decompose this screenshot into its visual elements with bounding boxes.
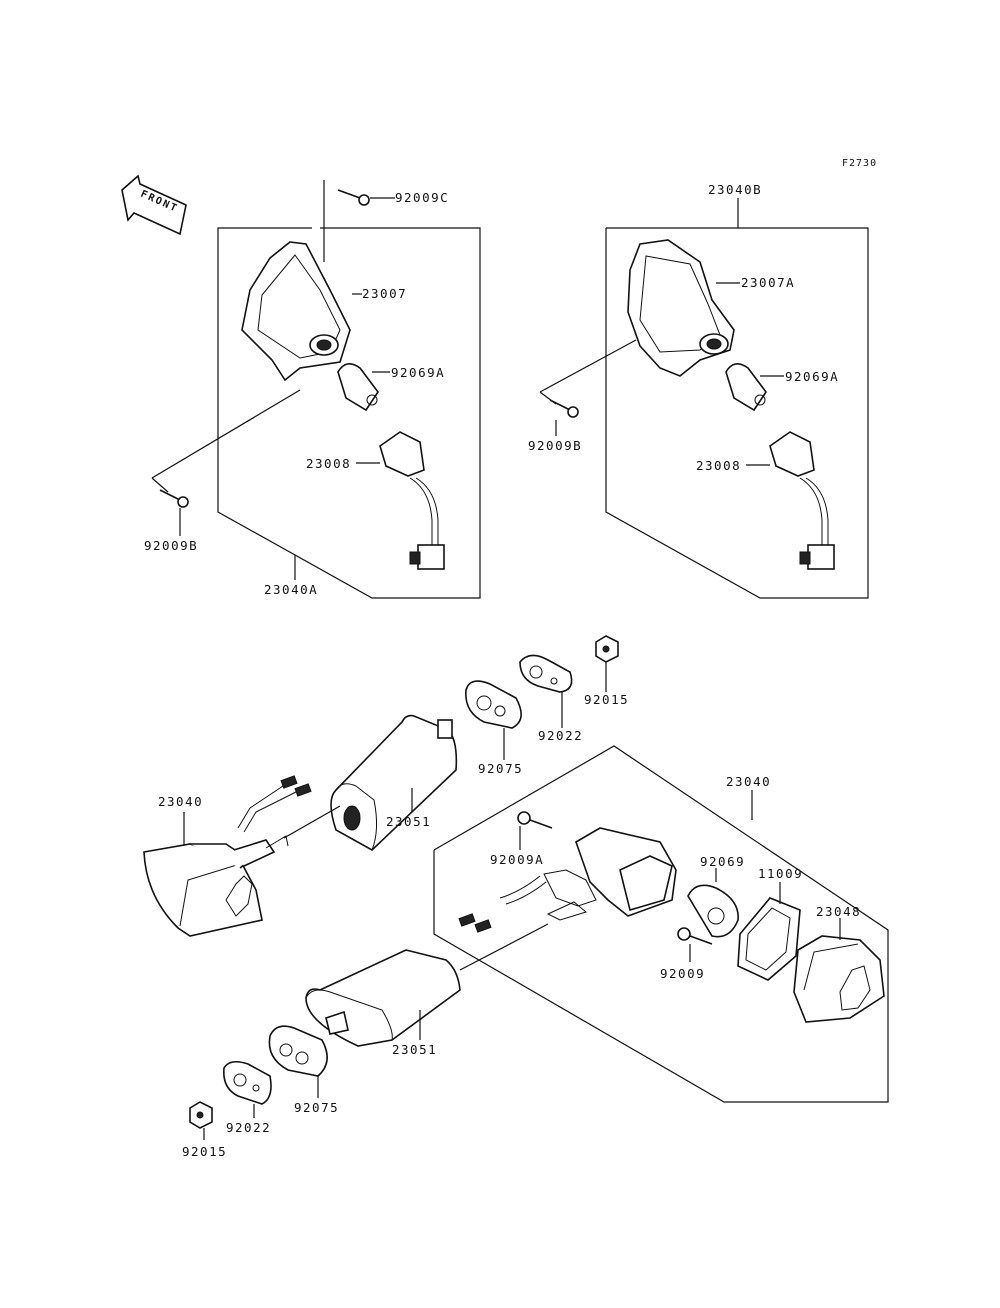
label-92009B-right: 92009B bbox=[528, 438, 582, 453]
label-92009B-left: 92009B bbox=[144, 538, 198, 553]
label-23008-right: 23008 bbox=[696, 458, 741, 473]
label-23007A: 23007A bbox=[741, 275, 795, 290]
label-92069A-left: 92069A bbox=[391, 365, 445, 380]
front-arrow-icon: FRONT bbox=[121, 174, 187, 236]
bulb-92069 bbox=[687, 884, 739, 938]
label-92069A-right: 92069A bbox=[785, 369, 839, 384]
label-92015-top: 92015 bbox=[584, 692, 629, 707]
bulb-92069A-right bbox=[725, 363, 767, 412]
label-23051-top: 23051 bbox=[386, 814, 431, 829]
label-92009C: 92009C bbox=[395, 190, 449, 205]
label-92075-top: 92075 bbox=[478, 761, 523, 776]
label-23040-left: 23040 bbox=[158, 794, 203, 809]
label-92009: 92009 bbox=[660, 966, 705, 981]
assembly-23040A bbox=[151, 180, 481, 599]
label-11009: 11009 bbox=[758, 866, 803, 881]
bulb-92069A-left bbox=[337, 363, 379, 412]
grommet-92075-bottom bbox=[268, 1025, 328, 1077]
bracket-23051-bottom bbox=[305, 949, 461, 1047]
gasket-11009 bbox=[737, 897, 801, 981]
label-23048: 23048 bbox=[816, 904, 861, 919]
grommet-92075-top bbox=[465, 680, 522, 729]
figure-code: F2730 bbox=[842, 158, 877, 169]
label-23040B: 23040B bbox=[708, 182, 762, 197]
label-23008-left: 23008 bbox=[306, 456, 351, 471]
assembly-23040-right-box bbox=[433, 745, 889, 1103]
lens-23048 bbox=[793, 935, 885, 1023]
screw-92009C bbox=[337, 189, 370, 206]
label-23040A: 23040A bbox=[264, 582, 318, 597]
assembly-23040B bbox=[539, 198, 869, 599]
label-92015-bottom: 92015 bbox=[182, 1144, 227, 1159]
turn-signal-23040-left bbox=[143, 775, 312, 937]
socket-23008-right bbox=[769, 431, 835, 570]
screw-92009 bbox=[677, 927, 713, 945]
nut-92015-top bbox=[595, 635, 619, 663]
bracket-23051-top bbox=[330, 714, 458, 851]
screw-92009B-right bbox=[549, 399, 579, 418]
lens-23007A bbox=[627, 239, 735, 377]
label-92075-bottom: 92075 bbox=[294, 1100, 339, 1115]
socket-23008-left bbox=[379, 431, 445, 570]
label-92009A: 92009A bbox=[490, 852, 544, 867]
label-92022-top: 92022 bbox=[538, 728, 583, 743]
label-23007: 23007 bbox=[362, 286, 407, 301]
label-92022-bottom: 92022 bbox=[226, 1120, 271, 1135]
housing-right bbox=[458, 827, 677, 933]
label-23040-right: 23040 bbox=[726, 774, 771, 789]
lens-23007 bbox=[241, 241, 351, 382]
screw-92009A bbox=[517, 811, 553, 829]
washer-92022-top bbox=[519, 654, 573, 693]
washer-92022-bottom bbox=[222, 1060, 272, 1105]
nut-92015-bottom bbox=[189, 1101, 213, 1129]
label-23051-bottom: 23051 bbox=[392, 1042, 437, 1057]
screw-92009B-left bbox=[159, 489, 189, 508]
label-92069: 92069 bbox=[700, 854, 745, 869]
